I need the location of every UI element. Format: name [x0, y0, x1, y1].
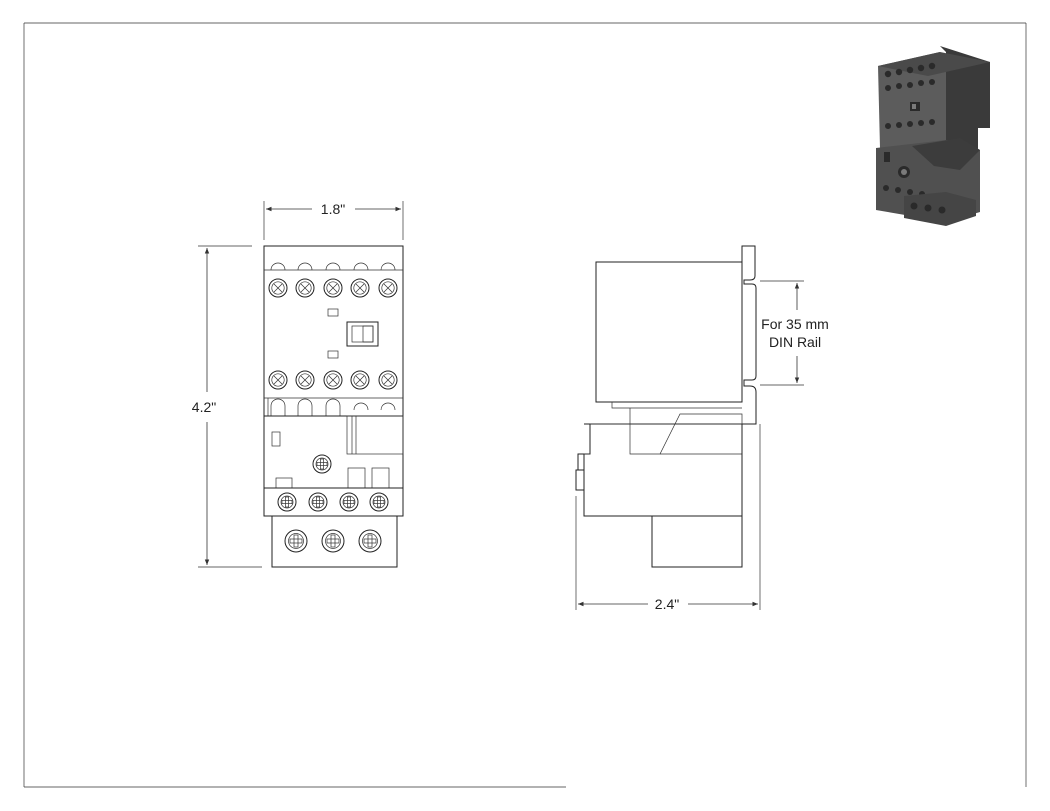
- screw-terminal-icon: [308, 492, 328, 512]
- depth-dimension: 2.4": [575, 424, 761, 612]
- screw-terminal-icon: [323, 278, 343, 298]
- screw-terminal-icon: [321, 529, 345, 553]
- din-rail-line1: For 35 mm: [761, 316, 829, 332]
- screw-terminal-icon: [350, 370, 370, 390]
- contactor-3d-render-icon: [876, 46, 990, 226]
- din-rail-line2: DIN Rail: [769, 334, 821, 350]
- width-label: 1.8": [321, 201, 345, 217]
- side-contactor-body: [595, 261, 743, 403]
- front-view: [263, 245, 404, 568]
- overload-relay-front: [264, 415, 404, 512]
- screw-terminal-icon: [268, 370, 288, 390]
- screw-terminal-icon: [378, 278, 398, 298]
- din-rail-dimension: For 35 mm DIN Rail: [760, 280, 829, 386]
- sheet-border: [23, 22, 1027, 788]
- screw-terminal-icon: [277, 492, 297, 512]
- indicator-window: [327, 308, 379, 359]
- side-terminal-block: [651, 515, 743, 568]
- top-cap-scallops: [264, 262, 403, 271]
- overload-relay-side: [575, 401, 743, 517]
- height-dimension: 4.2": [192, 245, 262, 568]
- side-view: [575, 245, 757, 568]
- depth-label: 2.4": [655, 596, 679, 612]
- screw-terminal-icon: [339, 492, 359, 512]
- screw-terminal-icon: [369, 492, 389, 512]
- screw-terminal-icon: [323, 370, 343, 390]
- bottom-terminal-block: [271, 515, 398, 568]
- screw-terminal-icon: [295, 278, 315, 298]
- width-dimension: 1.8": [263, 201, 404, 240]
- din-rail-clip: [741, 245, 757, 425]
- screw-terminal-icon: [268, 278, 288, 298]
- screw-terminal-icon: [358, 529, 382, 553]
- screw-terminal-icon: [350, 278, 370, 298]
- screw-terminal-icon: [295, 370, 315, 390]
- screw-terminal-icon: [378, 370, 398, 390]
- height-label: 4.2": [192, 399, 216, 415]
- adjust-dial-icon: [312, 454, 332, 474]
- screw-terminal-icon: [284, 529, 308, 553]
